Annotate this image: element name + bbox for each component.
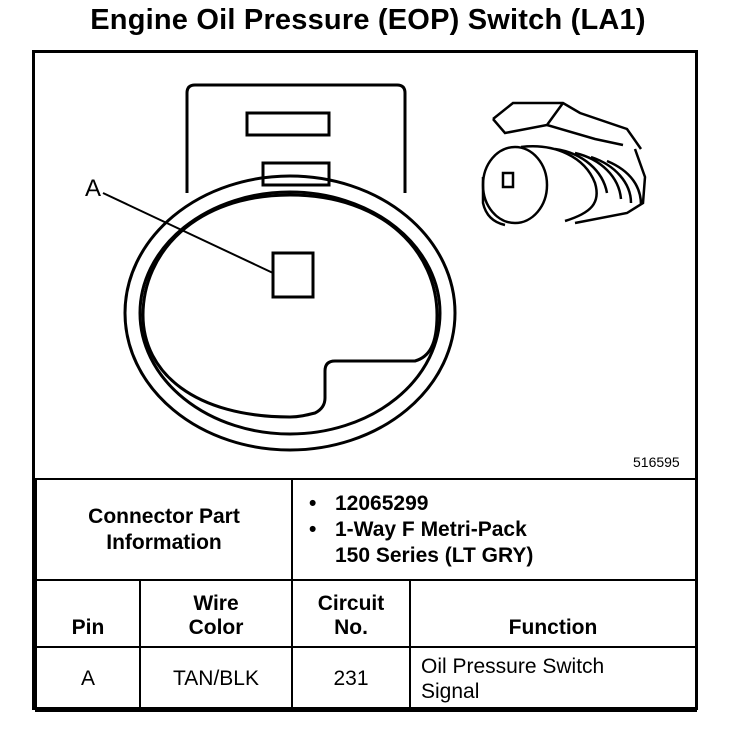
connector-part-label: Connector Part Information	[35, 478, 293, 581]
figure-id: 516595	[633, 454, 680, 470]
connector-housing-icon	[481, 101, 647, 227]
function-cell: Oil Pressure Switch Signal	[409, 646, 697, 712]
function-header: Function	[409, 579, 697, 648]
wire-color-header: Wire Color	[139, 579, 293, 648]
connector-info-table: Connector Part Information 12065299 1-Wa…	[35, 478, 697, 712]
wire-color-cell: TAN/BLK	[139, 646, 293, 712]
diagram-title: Engine Oil Pressure (EOP) Switch (LA1)	[90, 4, 646, 36]
pin-header: Pin	[35, 579, 141, 648]
connector-drawing	[102, 83, 647, 452]
circuit-cell: 231	[291, 646, 411, 712]
part-description: 1-Way F Metri-Pack 150 Series (LT GRY)	[309, 517, 689, 569]
connector-figure: A 516595	[35, 53, 695, 478]
pin-table-header: Pin Wire Color Circuit No. Function	[35, 579, 697, 648]
table-row: A TAN/BLK 231 Oil Pressure Switch Signal	[35, 646, 697, 712]
pin-cell: A	[35, 646, 141, 712]
circuit-header: Circuit No.	[291, 579, 411, 648]
pin-a-callout: A	[85, 175, 102, 202]
part-number: 12065299	[309, 491, 689, 517]
diagram-frame: A 516595 Connector Part Information 1206…	[32, 50, 698, 712]
connector-face-icon	[102, 83, 457, 452]
connector-part-values: 12065299 1-Way F Metri-Pack 150 Series (…	[291, 478, 697, 581]
connector-part-row: Connector Part Information 12065299 1-Wa…	[35, 478, 697, 581]
part-list: 12065299 1-Way F Metri-Pack 150 Series (…	[299, 491, 689, 569]
